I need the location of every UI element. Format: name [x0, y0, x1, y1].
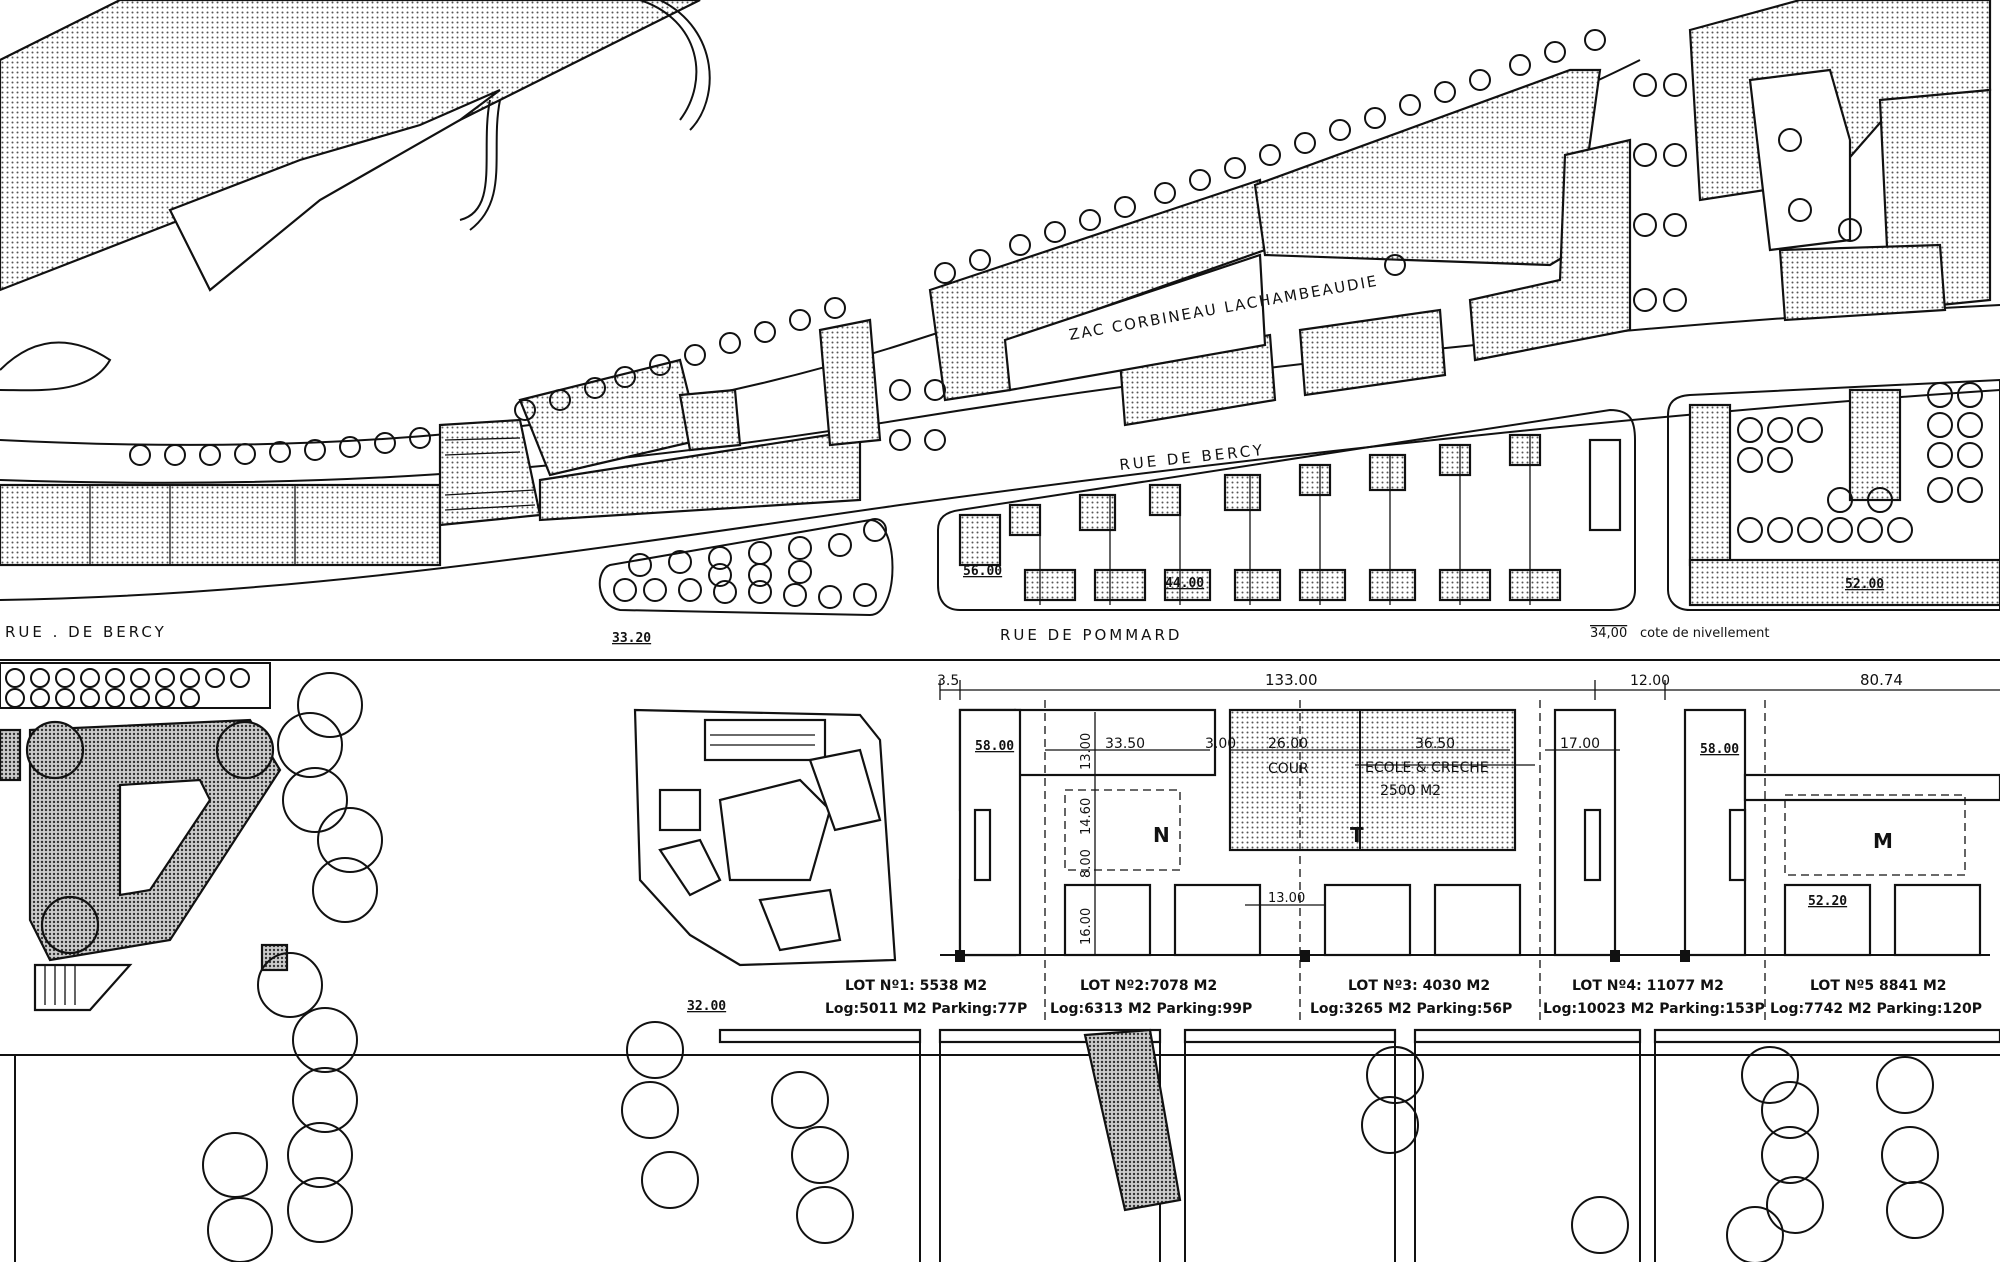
tree-cluster-lower — [621, 1021, 1944, 1262]
dim-8-00: 8.00 — [1079, 849, 1094, 878]
zone-m-label: M — [1873, 829, 1893, 853]
tree-column-lower — [202, 672, 383, 1262]
building-top-right-2 — [1748, 68, 1852, 252]
lot4-detail: Log:10023 M2 Parking:153P — [1543, 1001, 1765, 1017]
building-outline-top — [168, 88, 501, 292]
zac-building-small-2 — [1298, 308, 1447, 397]
sidewalk-band-3 — [1183, 1028, 1397, 1044]
zac-building-outline — [1003, 253, 1267, 392]
dim-36-50: 36.50 — [1415, 736, 1455, 752]
dim-17-00: 17.00 — [1560, 736, 1600, 752]
lower-plan-section: 3.5 133.00 12.00 80.74 33.50 3.00 26.00 … — [0, 662, 2000, 1262]
lot5-title: LOT Nº5 8841 M2 — [1810, 978, 1947, 994]
legend-text: cote de nivellement — [1640, 626, 1769, 641]
rue-de-bercy-edge-mid — [0, 304, 2000, 484]
lot2-detail: Log:6313 M2 Parking:99P — [1050, 1001, 1252, 1017]
lot5-top-bar — [1743, 773, 2000, 802]
tree-column-east — [1633, 73, 1862, 312]
tree-island — [598, 518, 894, 617]
level-56: 56.00 — [963, 564, 1002, 579]
courtyard-school — [1228, 708, 1517, 852]
tree-row-north — [129, 29, 1606, 466]
dim-33-50: 33.50 — [1105, 736, 1145, 752]
small-kiosk — [260, 943, 289, 972]
block-east — [1667, 378, 2000, 611]
level-32: 32.00 — [687, 999, 726, 1014]
building-top-right-4 — [1778, 243, 1947, 322]
building-mid-block — [538, 428, 862, 522]
zac-building-east — [1468, 138, 1632, 362]
dim-26-00: 26.00 — [1268, 736, 1308, 752]
rue-de-pommard-label: RUE DE POMMARD — [1000, 626, 1182, 644]
dim-13-00-v: 13.00 — [1079, 733, 1094, 770]
lot3-detail: Log:3265 M2 Parking:56P — [1310, 1001, 1512, 1017]
block-east-buildings — [1688, 403, 1732, 567]
level-44: 44.00 — [1165, 576, 1204, 591]
lot5-south-block-2 — [1893, 883, 1982, 957]
tree-row-left-top — [0, 662, 271, 709]
lot3-title: LOT Nº3: 4030 M2 — [1348, 978, 1490, 994]
lot-labels: LOT Nº1: 5538 M2 Log:5011 M2 Parking:77P… — [825, 978, 1982, 1017]
block-east-trees — [1737, 382, 1983, 543]
legend-value: 34,00 — [1590, 626, 1627, 641]
dim-133: 133.00 — [1265, 671, 1318, 689]
sidewalk-band-4 — [1413, 1028, 1642, 1044]
zone-n — [1064, 789, 1181, 871]
road-edge-1 — [459, 99, 501, 231]
level-52: 52.00 — [1845, 577, 1884, 592]
street-buildings-left — [0, 483, 442, 567]
building-tall-mid — [678, 388, 742, 452]
level-58-b: 58.00 — [1700, 742, 1739, 757]
zac-building-north — [1253, 68, 1602, 267]
building-l-block — [818, 318, 882, 447]
upper-plan-section: ZAC CORBINEAU LACHAMBEAUDIE RUE DE BERCY… — [0, 0, 2000, 646]
pommard-block — [937, 408, 1636, 611]
lot4-title: LOT Nº4: 11077 M2 — [1572, 978, 1724, 994]
building-corner-block — [518, 358, 702, 477]
lot1-title: LOT Nº1: 5538 M2 — [845, 978, 987, 994]
dim-12: 12.00 — [1630, 673, 1670, 689]
dim-3-00: 3.00 — [1205, 736, 1236, 752]
rue-de-bercy-label: RUE DE BERCY — [1119, 441, 1266, 474]
lot2-south-block-1 — [1063, 883, 1152, 957]
ecole-label: ECOLE & CRECHE — [1365, 760, 1489, 776]
ring-stairs — [33, 963, 133, 1012]
sidewalk-band-5 — [1653, 1028, 2000, 1044]
dim-13-00-h: 13.00 — [1268, 891, 1305, 906]
pommard-buildings — [958, 433, 1622, 605]
level-52-20: 52.20 — [1808, 894, 1847, 909]
lot1-detail: Log:5011 M2 Parking:77P — [825, 1001, 1027, 1017]
lot2-bar-top — [1013, 708, 1217, 777]
area-label: 2500 M2 — [1380, 783, 1441, 799]
lot5-detail: Log:7742 M2 Parking:120P — [1770, 1001, 1982, 1017]
diagonal-building — [1083, 1028, 1182, 1212]
zone-n-label: N — [1153, 823, 1170, 847]
lot2-title: LOT Nº2:7078 M2 — [1080, 978, 1217, 994]
dim-14-60: 14.60 — [1079, 798, 1094, 835]
level-58-a: 58.00 — [975, 739, 1014, 754]
rue-de-bercy-lower-label: RUE . DE BERCY — [5, 623, 167, 641]
ring-building-courtyard — [118, 778, 212, 897]
cour-label: COUR — [1268, 761, 1309, 777]
tree-island-trees — [613, 518, 887, 609]
dim-80-74: 80.74 — [1860, 671, 1903, 689]
sidewalk-band-1 — [718, 1028, 922, 1044]
lot3-south-block-2 — [1433, 883, 1522, 957]
curved-drive — [639, 0, 711, 131]
lot3-south-block-1 — [1323, 883, 1412, 957]
dim-16-00: 16.00 — [1079, 908, 1094, 945]
curved-road — [0, 341, 112, 392]
zone-t-label: T — [1350, 823, 1364, 847]
lot2-south-block-2 — [1173, 883, 1262, 957]
dim-3-5: 3.5 — [937, 673, 959, 689]
level-33: 33.20 — [612, 631, 651, 646]
